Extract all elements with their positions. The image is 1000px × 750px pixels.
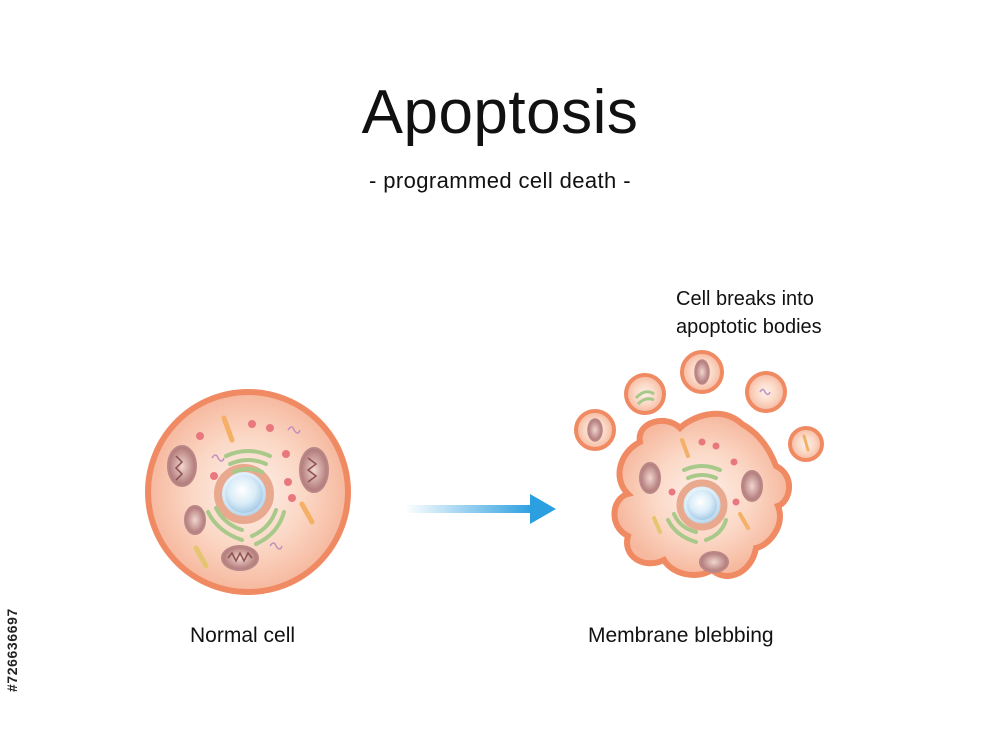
apoptotic-body xyxy=(788,426,824,462)
apoptotic-bodies-label: Cell breaks into apoptotic bodies xyxy=(676,285,916,341)
golgi-apparatus xyxy=(666,464,728,544)
normal-cell xyxy=(145,389,351,595)
apoptotic-body xyxy=(745,371,787,413)
ribosome-strands xyxy=(211,426,301,550)
golgi-apparatus xyxy=(206,449,286,546)
apoptotic-body xyxy=(574,409,616,451)
apoptotic-bodies-label-line2: apoptotic bodies xyxy=(676,316,822,338)
diagram-title: Apoptosis xyxy=(361,78,639,147)
membrane-blebbing-label: Membrane blebbing xyxy=(588,624,774,647)
diagram-subtitle: - programmed cell death - xyxy=(369,168,631,193)
mitochondria xyxy=(167,445,329,571)
stock-id-watermark: #726636697 xyxy=(4,608,20,692)
blebbing-cell xyxy=(611,410,792,579)
transition-arrow xyxy=(405,494,556,524)
apoptotic-bodies xyxy=(574,350,824,462)
mitochondria xyxy=(639,462,763,573)
normal-cell-label: Normal cell xyxy=(190,624,296,647)
apoptotic-body xyxy=(680,350,724,394)
organelles xyxy=(193,415,315,569)
apoptotic-body xyxy=(624,373,666,415)
organelles xyxy=(652,438,750,534)
apoptotic-bodies-label-line1: Cell breaks into xyxy=(676,288,814,310)
